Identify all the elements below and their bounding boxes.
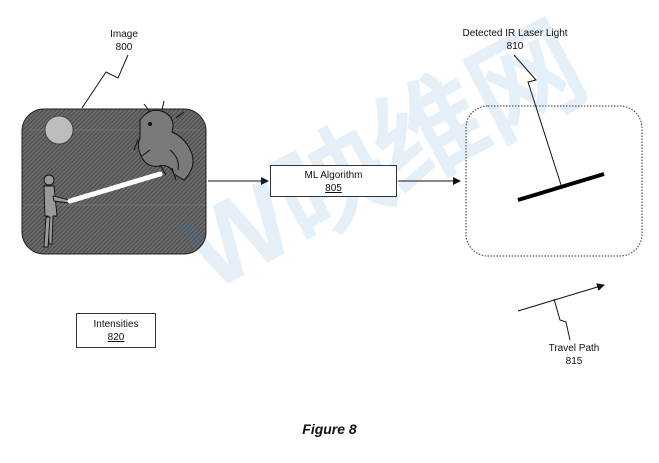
detected-label: Detected IR Laser Light 810 <box>445 27 585 53</box>
output-frame <box>465 105 643 257</box>
ml-algorithm-box: ML Algorithm 805 <box>270 165 397 197</box>
detected-laser-line <box>517 172 605 202</box>
travel-path-title: Travel Path <box>548 343 600 354</box>
laser-beam <box>67 171 163 204</box>
travel-path-arrow <box>517 283 605 312</box>
intensities-title: Intensities <box>93 319 139 330</box>
ml-algorithm-title: ML Algorithm <box>304 170 363 181</box>
person-icon <box>43 174 70 248</box>
figure-caption: Figure 8 <box>302 421 357 437</box>
scene-image <box>21 100 207 255</box>
travel-path-ref: 815 <box>565 356 583 367</box>
leader-image <box>81 54 129 109</box>
moon-icon <box>44 115 74 145</box>
intensities-ref: 820 <box>107 332 125 343</box>
ml-algorithm-ref: 805 <box>325 183 342 194</box>
leader-detected <box>513 54 563 189</box>
image-label: Image 800 <box>99 28 149 54</box>
intensities-box: Intensities 820 <box>76 313 156 348</box>
travel-path-label: Travel Path 815 <box>534 342 614 368</box>
leader-travel <box>553 298 571 341</box>
detected-label-ref: 810 <box>506 41 524 52</box>
image-label-title: Image <box>110 29 138 40</box>
image-label-ref: 800 <box>115 42 133 53</box>
dragon-icon <box>133 100 194 181</box>
detected-label-title: Detected IR Laser Light <box>462 28 568 39</box>
